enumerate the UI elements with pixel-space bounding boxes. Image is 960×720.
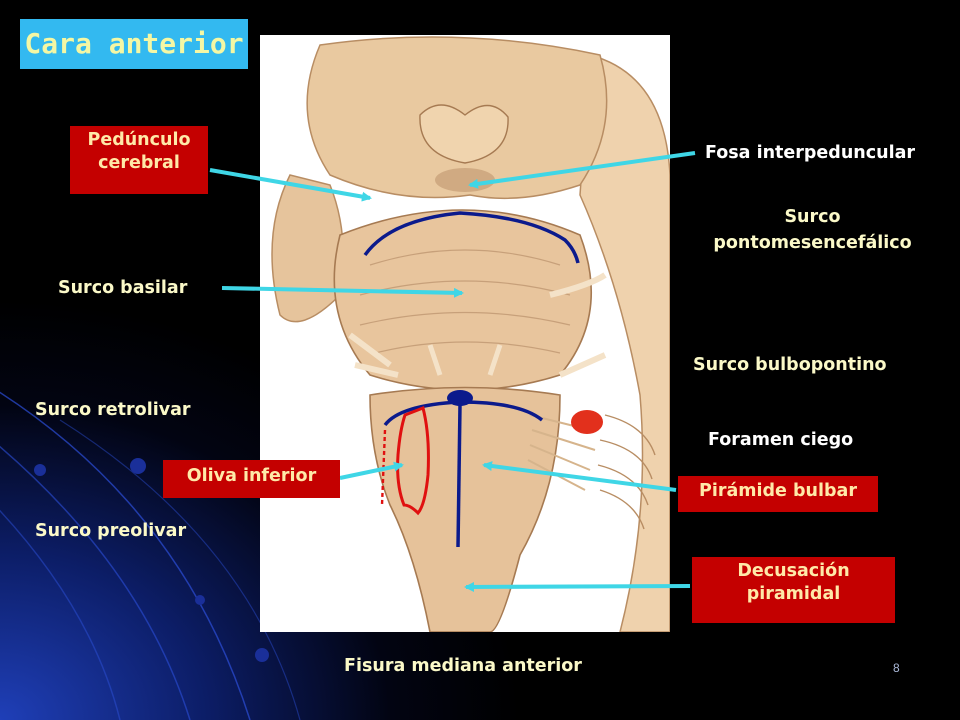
choroid-plexus <box>571 410 603 434</box>
label-fisura-mediana-anterior: Fisura mediana anterior <box>344 656 582 676</box>
label-piramide-bulbar: Pirámide bulbar <box>678 476 878 512</box>
page-number: 8 <box>893 661 900 675</box>
background-arc <box>59 419 301 720</box>
background-arc <box>0 445 191 720</box>
label-surco-basilar: Surco basilar <box>58 278 188 298</box>
interpeduncular-fossa-shading <box>435 168 495 192</box>
background-arc <box>0 509 121 720</box>
fisura-mediana-line <box>456 404 462 548</box>
background-dot <box>130 458 146 474</box>
background-dot <box>255 648 269 662</box>
label-oliva-inferior: Oliva inferior <box>163 460 340 498</box>
label-pedunculo-cerebral: Pedúnculo cerebral <box>70 126 208 194</box>
cranial-nerve-right <box>549 272 607 378</box>
mammillary-bodies <box>419 104 509 164</box>
cranial-nerve-left <box>348 332 399 378</box>
label-surco-bulbopontino: Surco bulbopontino <box>693 355 887 375</box>
label-surco-retrolivar: Surco retrolivar <box>35 400 191 420</box>
background-dot <box>195 595 205 605</box>
label-surco-preolivar: Surco preolivar <box>35 521 187 541</box>
abducens-nerves <box>427 344 503 376</box>
pons-fibers <box>359 249 571 354</box>
foramen-ciego-marker <box>447 390 473 406</box>
medulla <box>369 386 561 632</box>
background-dot <box>34 464 46 476</box>
surco-pontomesencefalico-line <box>363 211 580 264</box>
pons <box>333 209 593 391</box>
brainstem-illustration <box>260 35 670 632</box>
temporal-lobe-left <box>271 174 345 323</box>
label-foramen-ciego: Foramen ciego <box>708 430 854 450</box>
slide-title: Cara anterior <box>20 19 248 69</box>
label-fosa-interpeduncular: Fosa interpeduncular <box>705 143 916 163</box>
oliva-outline <box>396 405 430 516</box>
label-decusacion-piramidal: Decusación piramidal <box>692 557 895 623</box>
nerve-rootlets-right <box>527 414 596 491</box>
background-arc <box>0 391 251 720</box>
cerebellar-folia <box>597 414 656 530</box>
label-surco-pontomesencefalico: Surco pontomesencefálico <box>713 207 912 254</box>
